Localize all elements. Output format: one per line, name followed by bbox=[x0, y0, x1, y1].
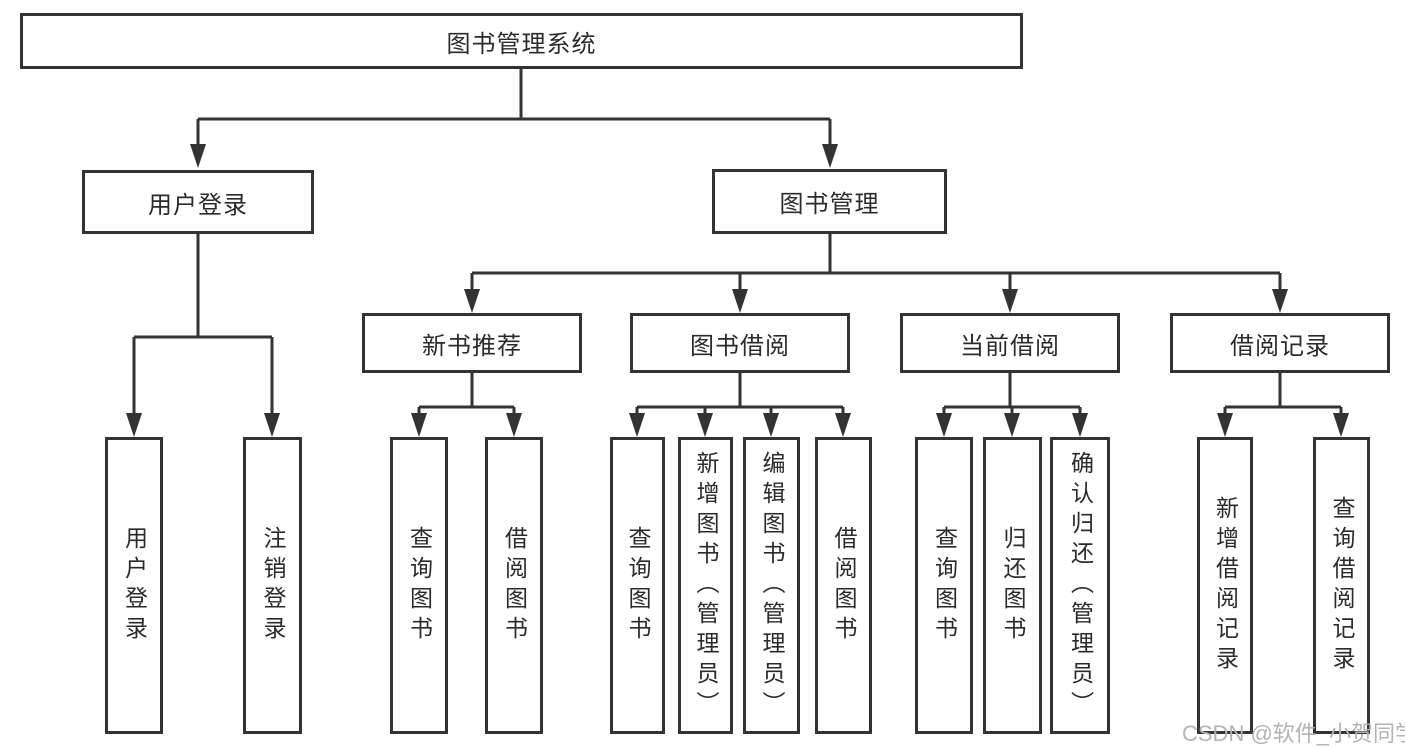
leaf-query-books-2: 查询图书 bbox=[610, 437, 665, 734]
node-label: 新增借阅记录 bbox=[1212, 495, 1239, 676]
node-label: 新书推荐 bbox=[422, 332, 522, 360]
connector-user-login bbox=[126, 234, 280, 437]
node-label: 图书借阅 bbox=[690, 332, 790, 360]
node-label: 编辑图书（管理员） bbox=[759, 450, 785, 721]
node-label: 注销登录 bbox=[260, 525, 286, 646]
leaf-query-books-3: 查询图书 bbox=[915, 437, 973, 734]
node-label: 借阅图书 bbox=[831, 525, 857, 646]
leaf-user-login: 用户登录 bbox=[105, 437, 163, 734]
node-label: 查询图书 bbox=[625, 525, 651, 646]
connector-borrow-records bbox=[1217, 373, 1349, 437]
leaf-query-books-1: 查询图书 bbox=[390, 437, 448, 734]
connector-root bbox=[190, 69, 838, 168]
node-label: 归还图书 bbox=[1000, 525, 1026, 646]
node-user-login: 用户登录 bbox=[82, 170, 314, 234]
leaf-borrow-books-1: 借阅图书 bbox=[485, 437, 543, 734]
leaf-add-books-admin: 新增图书（管理员） bbox=[678, 437, 733, 734]
node-label: 图书管理系统 bbox=[446, 30, 597, 58]
leaf-query-borrow-record: 查询借阅记录 bbox=[1313, 437, 1370, 734]
node-new-book-recommend: 新书推荐 bbox=[362, 313, 582, 373]
connector-book-borrow bbox=[629, 373, 851, 437]
node-current-borrow: 当前借阅 bbox=[900, 313, 1120, 373]
node-label: 当前借阅 bbox=[960, 332, 1060, 360]
node-label: 借阅记录 bbox=[1230, 332, 1330, 360]
leaf-confirm-return-admin: 确认归还（管理员） bbox=[1050, 437, 1110, 734]
node-label: 借阅图书 bbox=[501, 525, 528, 646]
node-label: 图书管理 bbox=[779, 191, 880, 218]
connector-current-borrow bbox=[936, 373, 1088, 437]
node-book-management: 图书管理 bbox=[712, 169, 947, 234]
node-label: 查询图书 bbox=[931, 525, 958, 646]
node-label: 用户登录 bbox=[148, 191, 248, 219]
node-label: 查询图书 bbox=[406, 525, 433, 646]
node-library-system: 图书管理系统 bbox=[20, 13, 1023, 69]
node-label: 用户登录 bbox=[121, 525, 148, 646]
node-label: 确认归还（管理员） bbox=[1067, 450, 1094, 721]
watermark: CSDN @软件_小贺同学 bbox=[1182, 721, 1405, 746]
connector-new-rec bbox=[411, 373, 522, 437]
leaf-return-books: 归还图书 bbox=[983, 437, 1042, 734]
leaf-borrow-books-2: 借阅图书 bbox=[815, 437, 872, 734]
leaf-add-borrow-record: 新增借阅记录 bbox=[1197, 437, 1253, 734]
node-label: 查询借阅记录 bbox=[1329, 495, 1355, 676]
connector-book-mgmt bbox=[464, 234, 1288, 313]
node-book-borrow: 图书借阅 bbox=[630, 313, 850, 373]
node-label: 新增图书（管理员） bbox=[693, 450, 719, 721]
leaf-edit-books-admin: 编辑图书（管理员） bbox=[743, 437, 800, 734]
leaf-logout: 注销登录 bbox=[243, 437, 302, 734]
node-borrow-records: 借阅记录 bbox=[1170, 313, 1390, 373]
